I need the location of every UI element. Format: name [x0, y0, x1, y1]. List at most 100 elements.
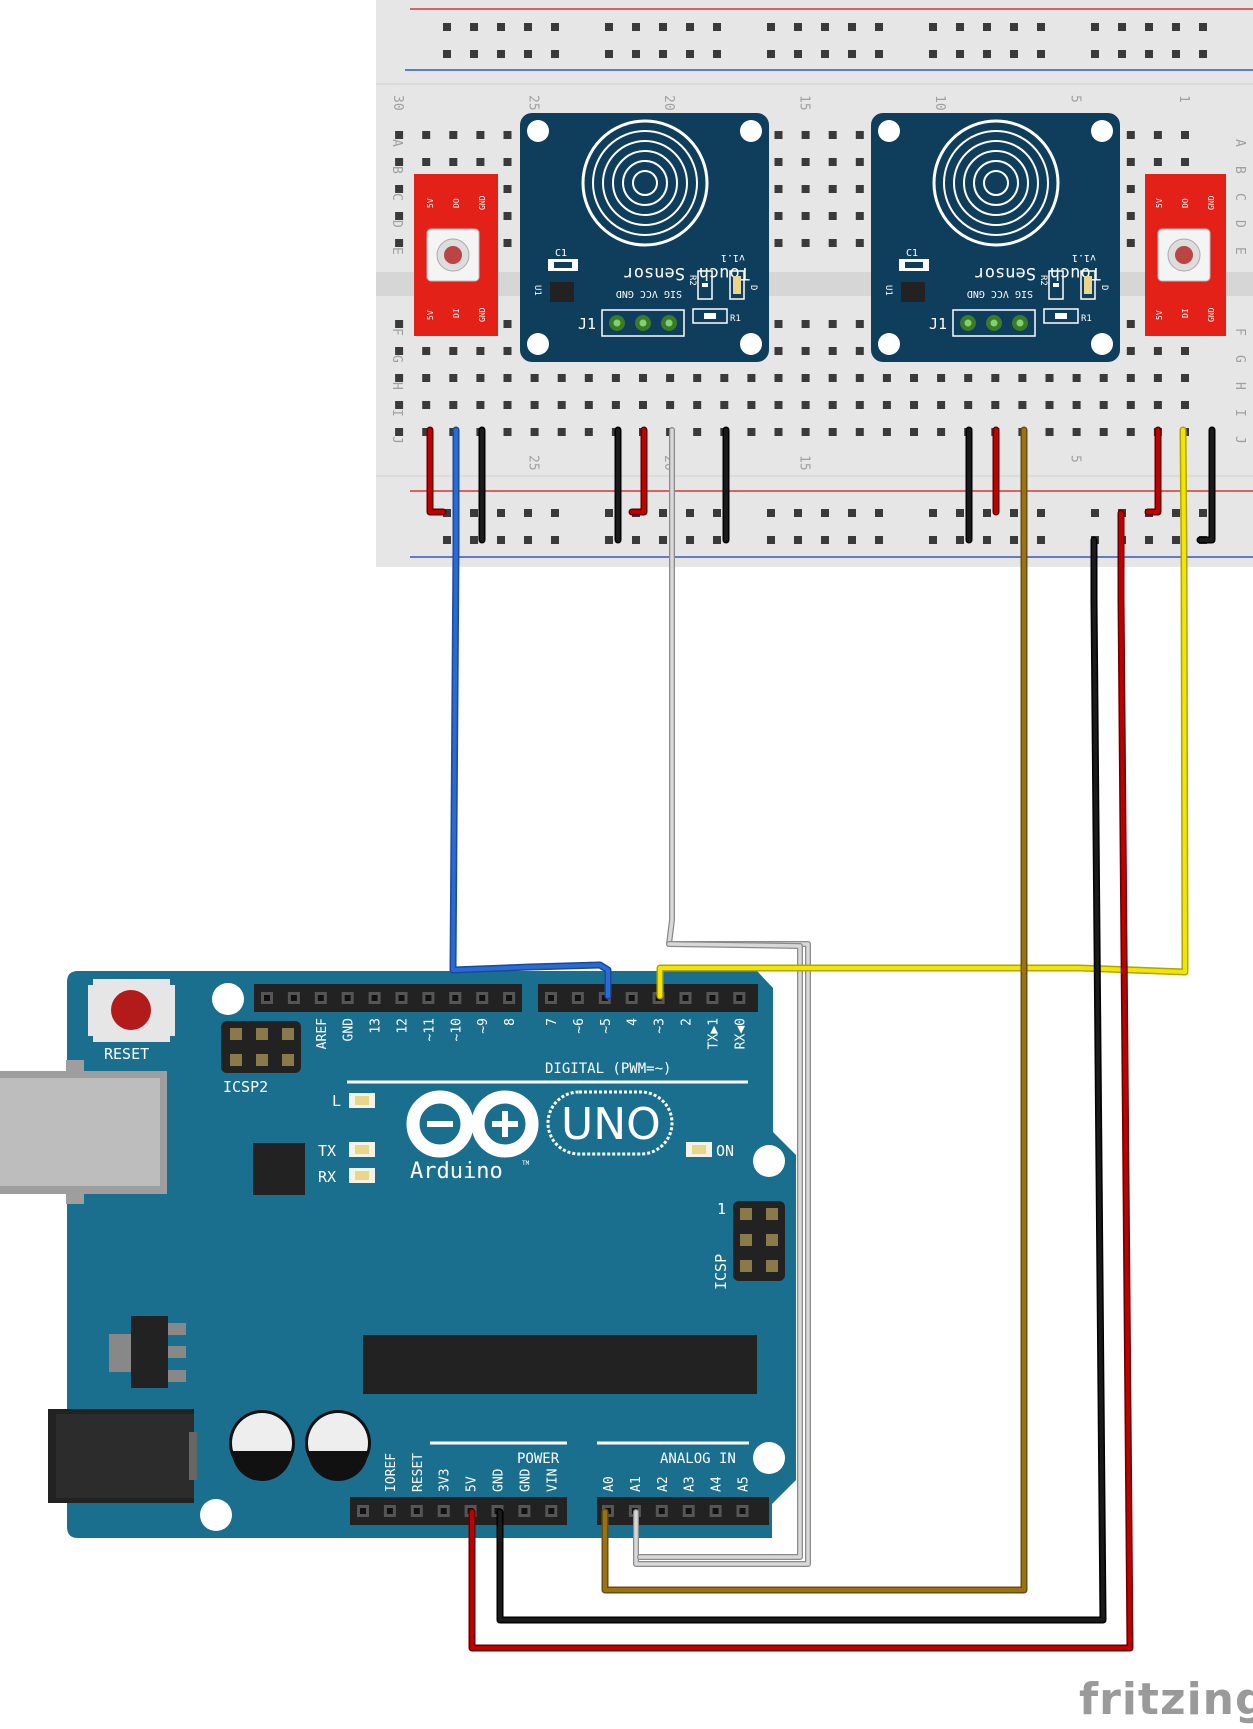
rail-hole[interactable]	[929, 50, 937, 58]
rail-hole[interactable]	[983, 536, 991, 544]
rail-hole[interactable]	[1118, 23, 1126, 31]
breadboard-hole[interactable]	[801, 428, 810, 436]
rail-hole[interactable]	[551, 536, 559, 544]
breadboard-hole[interactable]	[1099, 374, 1108, 382]
rail-hole[interactable]	[713, 50, 721, 58]
breadboard-hole[interactable]	[395, 401, 404, 409]
breadboard-hole[interactable]	[1099, 401, 1108, 409]
breadboard-hole[interactable]	[801, 401, 810, 409]
breadboard-hole[interactable]	[1126, 374, 1135, 382]
breadboard-hole[interactable]	[584, 374, 593, 382]
breadboard-hole[interactable]	[828, 428, 837, 436]
rail-hole[interactable]	[794, 50, 802, 58]
breadboard-hole[interactable]	[1153, 347, 1162, 355]
breadboard-hole[interactable]	[1181, 374, 1189, 382]
breadboard-hole[interactable]	[1018, 401, 1027, 409]
breadboard-hole[interactable]	[557, 428, 566, 436]
breadboard-hole[interactable]	[503, 158, 512, 166]
breadboard-hole[interactable]	[855, 347, 864, 355]
rail-hole[interactable]	[956, 23, 964, 31]
breadboard-hole[interactable]	[855, 158, 864, 166]
rail-hole[interactable]	[470, 50, 478, 58]
rail-hole[interactable]	[632, 23, 640, 31]
rail-hole[interactable]	[470, 536, 478, 544]
breadboard-hole[interactable]	[1153, 374, 1162, 382]
rail-hole[interactable]	[1091, 23, 1099, 31]
rail-hole[interactable]	[632, 536, 640, 544]
breadboard-hole[interactable]	[882, 374, 891, 382]
breadboard-hole[interactable]	[666, 374, 675, 382]
breadboard-hole[interactable]	[801, 185, 810, 193]
breadboard-hole[interactable]	[991, 374, 1000, 382]
breadboard-hole[interactable]	[503, 347, 512, 355]
breadboard-hole[interactable]	[1181, 347, 1189, 355]
breadboard-hole[interactable]	[422, 428, 431, 436]
rail-hole[interactable]	[1118, 50, 1126, 58]
rail-hole[interactable]	[605, 50, 613, 58]
breadboard-hole[interactable]	[1099, 428, 1108, 436]
rail-hole[interactable]	[1037, 23, 1045, 31]
rail-hole[interactable]	[1010, 50, 1018, 58]
breadboard-hole[interactable]	[449, 158, 458, 166]
breadboard-hole[interactable]	[503, 374, 512, 382]
breadboard-hole[interactable]	[774, 347, 783, 355]
breadboard-hole[interactable]	[395, 374, 404, 382]
breadboard-hole[interactable]	[1126, 212, 1135, 220]
rail-hole[interactable]	[848, 50, 856, 58]
rail-hole[interactable]	[848, 536, 856, 544]
breadboard-hole[interactable]	[774, 401, 783, 409]
rail-hole[interactable]	[1037, 509, 1045, 517]
breadboard-hole[interactable]	[855, 212, 864, 220]
breadboard-hole[interactable]	[801, 131, 810, 139]
breadboard-hole[interactable]	[855, 239, 864, 247]
breadboard-hole[interactable]	[395, 212, 404, 220]
rail-hole[interactable]	[1172, 536, 1180, 544]
breadboard-hole[interactable]	[639, 401, 647, 409]
breadboard-hole[interactable]	[1018, 374, 1027, 382]
rail-hole[interactable]	[524, 23, 532, 31]
breadboard-hole[interactable]	[774, 185, 783, 193]
breadboard-hole[interactable]	[882, 401, 891, 409]
breadboard-hole[interactable]	[503, 185, 512, 193]
breadboard-hole[interactable]	[1126, 239, 1135, 247]
rail-hole[interactable]	[443, 509, 451, 517]
rail-hole[interactable]	[1010, 509, 1018, 517]
rail-hole[interactable]	[821, 536, 829, 544]
rail-hole[interactable]	[1172, 23, 1180, 31]
rail-hole[interactable]	[632, 50, 640, 58]
breadboard-hole[interactable]	[801, 239, 810, 247]
breadboard-hole[interactable]	[747, 401, 756, 409]
rail-hole[interactable]	[794, 536, 802, 544]
breadboard-hole[interactable]	[801, 212, 810, 220]
breadboard-hole[interactable]	[964, 374, 973, 382]
rail-hole[interactable]	[1091, 509, 1099, 517]
breadboard-hole[interactable]	[774, 374, 783, 382]
rail-hole[interactable]	[443, 536, 451, 544]
breadboard-hole[interactable]	[1126, 401, 1135, 409]
rail-hole[interactable]	[821, 509, 829, 517]
rail-hole[interactable]	[929, 509, 937, 517]
breadboard-hole[interactable]	[720, 374, 729, 382]
breadboard-hole[interactable]	[964, 401, 973, 409]
breadboard-hole[interactable]	[1126, 185, 1135, 193]
breadboard-hole[interactable]	[937, 428, 946, 436]
breadboard-hole[interactable]	[855, 185, 864, 193]
breadboard-hole[interactable]	[720, 401, 729, 409]
breadboard-hole[interactable]	[530, 401, 539, 409]
breadboard-hole[interactable]	[476, 401, 485, 409]
breadboard-hole[interactable]	[449, 347, 458, 355]
rail-hole[interactable]	[551, 23, 559, 31]
rail-hole[interactable]	[821, 50, 829, 58]
breadboard-hole[interactable]	[1153, 131, 1162, 139]
breadboard-hole[interactable]	[449, 401, 458, 409]
breadboard-hole[interactable]	[828, 158, 837, 166]
breadboard-hole[interactable]	[611, 374, 620, 382]
breadboard-hole[interactable]	[422, 347, 431, 355]
rail-hole[interactable]	[794, 23, 802, 31]
breadboard-hole[interactable]	[1153, 401, 1162, 409]
breadboard-hole[interactable]	[855, 428, 864, 436]
breadboard-hole[interactable]	[774, 131, 783, 139]
breadboard-hole[interactable]	[801, 158, 810, 166]
breadboard-hole[interactable]	[1181, 401, 1189, 409]
rail-hole[interactable]	[605, 509, 613, 517]
